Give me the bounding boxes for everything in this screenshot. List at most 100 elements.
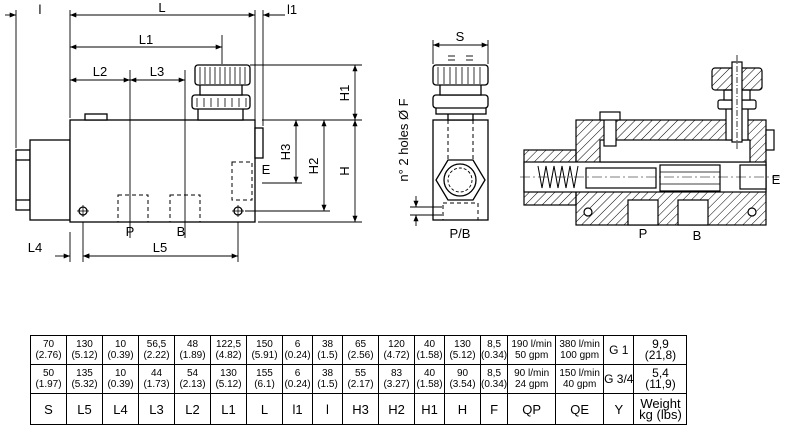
cell-value: G 1 [609,342,629,357]
cell-value-secondary: (1.5) [317,379,338,390]
section-view-labels: P B E [639,172,781,243]
cell-value-secondary: (2.13) [179,379,206,390]
cell-value-secondary: (0.24) [284,379,311,390]
table-row: 50(1.97)135(5.32)10(0.39)44(1.73)54(2.13… [30,364,688,394]
cell-value-secondary: (21,8) [644,348,677,362]
table-cell: 83(3.27) [378,364,415,394]
cell-value-secondary: (2.56) [347,350,374,361]
cell-value-secondary: 100 gpm [560,350,600,361]
table-cell: 65(2.56) [342,335,379,365]
side-view-dimensions [410,40,489,226]
cell-value-secondary: 50 gpm [514,350,549,361]
table-cell: 6(0.24) [282,335,313,365]
port-label-P: P [126,224,135,239]
cell-value: L2 [185,401,200,417]
cell-value: 150 [256,339,273,350]
table-cell: 38(1.5) [312,335,343,365]
table-cell: 150(5.91) [246,335,283,365]
table-cell: 50(1.97) [30,364,67,394]
cell-value: 190 l/min [511,339,552,350]
dim-label-L3: L3 [150,64,164,79]
table-cell: G 1 [603,335,635,365]
section-view [520,55,780,226]
cell-value: 6 [294,368,301,379]
cell-value: H2 [388,401,405,417]
cell-value: 130 [220,368,237,379]
cell-value: 6 [294,339,301,350]
table-cell: 5,4(11,9) [633,364,688,394]
front-view-dimensions [5,10,362,262]
cell-value: QE [570,401,590,417]
cell-value-secondary: (2.22) [143,350,170,361]
table-cell: 90(3.54) [444,364,481,394]
table-header-cell: H3 [342,393,379,425]
table-header-cell: L5 [66,393,103,425]
table-header-cell: L4 [102,393,139,425]
cell-value: 120 [388,339,405,350]
cell-value-secondary: (4.82) [215,350,242,361]
cell-value-secondary: (1.73) [143,379,170,390]
cell-value-secondary: 24 gpm [514,379,549,390]
cell-value: 130 [76,339,93,350]
table-cell: 40(1.58) [414,335,445,365]
table-header-cell: S [30,393,67,425]
cell-value-secondary: (6.1) [254,379,275,390]
cell-value: 10 [114,368,127,379]
port-label-E: E [262,162,271,177]
cell-value: 83 [390,368,403,379]
table-cell: 44(1.73) [138,364,175,394]
cell-value-secondary: 40 gpm [562,379,597,390]
cell-value: H1 [421,401,438,417]
dim-label-L5: L5 [153,240,167,255]
table-header-cell: H2 [378,393,415,425]
table-cell: 130(5.12) [444,335,481,365]
table-header-cell: L3 [138,393,175,425]
cell-value-secondary: (0.39) [107,379,134,390]
cell-value: 40 [423,339,436,350]
cell-value: L [260,401,269,417]
cell-value-secondary: (3.54) [449,379,476,390]
cell-value: 70 [42,339,55,350]
cell-value-secondary: (1.58) [416,350,443,361]
cell-value: H [457,401,468,417]
table-cell: 70(2.76) [30,335,67,365]
cell-value: L1 [221,401,236,417]
cell-value: 10 [114,339,127,350]
dim-label-S: S [456,29,465,44]
cell-value-secondary: (3.27) [383,379,410,390]
cell-value-secondary: (1.89) [179,350,206,361]
table-cell: 135(5.32) [66,364,103,394]
cell-value-secondary: (5.12) [71,350,98,361]
front-view-labels: l L l1 L1 L2 L3 H1 H3 H2 H L4 L5 P B E [28,0,352,255]
table-cell: 10(0.39) [102,364,139,394]
table-header-cell: L1 [210,393,247,425]
dim-label-H: H [337,166,352,175]
cell-value: 50 [42,368,55,379]
cell-value: 122,5 [215,339,242,350]
cell-value-secondary: (0.34) [481,379,508,390]
cell-value: L3 [149,401,164,417]
dim-label-l1: l1 [287,2,297,17]
cell-value: 38 [321,339,334,350]
cell-value-secondary: (5.91) [251,350,278,361]
cell-value: Weight [640,396,681,411]
cell-value: 55 [354,368,367,379]
cell-value: 48 [186,339,199,350]
cell-value: 8,5 [487,339,502,350]
cell-value-secondary: (5.32) [71,379,98,390]
dim-label-H1: H1 [337,85,352,102]
section-port-label-P: P [639,226,648,241]
table-cell: 6(0.24) [282,364,313,394]
cell-value-secondary: kg (lbs) [639,407,682,422]
holes-label: n° 2 holes Ø F [396,98,411,181]
table-cell: 54(2.13) [174,364,211,394]
table-header-cell: QE [555,393,605,425]
cell-value-secondary: (2.17) [347,379,374,390]
cell-value-secondary: (4.72) [383,350,410,361]
cell-value: 150 l/min [559,368,600,379]
cell-value-secondary: (1.97) [35,379,62,390]
table-cell: 56,5(2.22) [138,335,175,365]
cell-value: F [490,401,499,417]
port-label-B: B [177,224,186,239]
